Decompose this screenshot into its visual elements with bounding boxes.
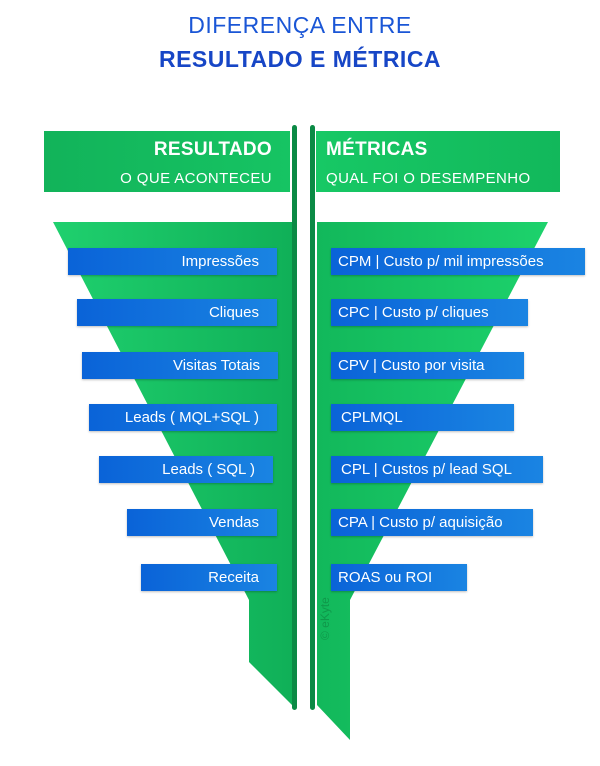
resultado-subtitle: O QUE ACONTECEU <box>120 170 272 187</box>
resultado-item: Visitas Totais <box>82 352 278 379</box>
metricas-title: MÉTRICAS <box>326 139 428 160</box>
metricas-subtitle: QUAL FOI O DESEMPENHO <box>326 170 531 187</box>
resultado-header: RESULTADO O QUE ACONTECEU <box>44 131 290 192</box>
ekyte-watermark: © eKyte <box>318 597 332 640</box>
metrica-item: CPA | Custo p/ aquisição <box>331 509 533 536</box>
title-line-2: RESULTADO E MÉTRICA <box>158 46 442 72</box>
resultado-item: Vendas <box>127 509 277 536</box>
resultado-item: Receita <box>141 564 277 591</box>
metrica-item: CPL | Custos p/ lead SQL <box>331 456 543 483</box>
metricas-header: MÉTRICAS QUAL FOI O DESEMPENHO <box>316 131 560 192</box>
resultado-item: Impressões <box>68 248 277 275</box>
divider-left <box>292 125 297 710</box>
metrica-item: CPV | Custo por visita <box>331 352 524 379</box>
resultado-item: Leads ( MQL+SQL ) <box>89 404 277 431</box>
title-line-1: DIFERENÇA ENTRE <box>188 12 412 38</box>
resultado-title: RESULTADO <box>153 139 272 160</box>
funnel-right-half <box>317 222 548 740</box>
funnel-left-half <box>53 222 292 705</box>
resultado-item: Cliques <box>77 299 277 326</box>
metrica-item: ROAS ou ROI <box>331 564 467 591</box>
metrica-item: CPM | Custo p/ mil impressões <box>331 248 585 275</box>
divider-right <box>310 125 315 710</box>
metrica-item: CPLMQL <box>331 404 514 431</box>
metrica-item: CPC | Custo p/ cliques <box>331 299 528 326</box>
resultado-item: Leads ( SQL ) <box>99 456 273 483</box>
